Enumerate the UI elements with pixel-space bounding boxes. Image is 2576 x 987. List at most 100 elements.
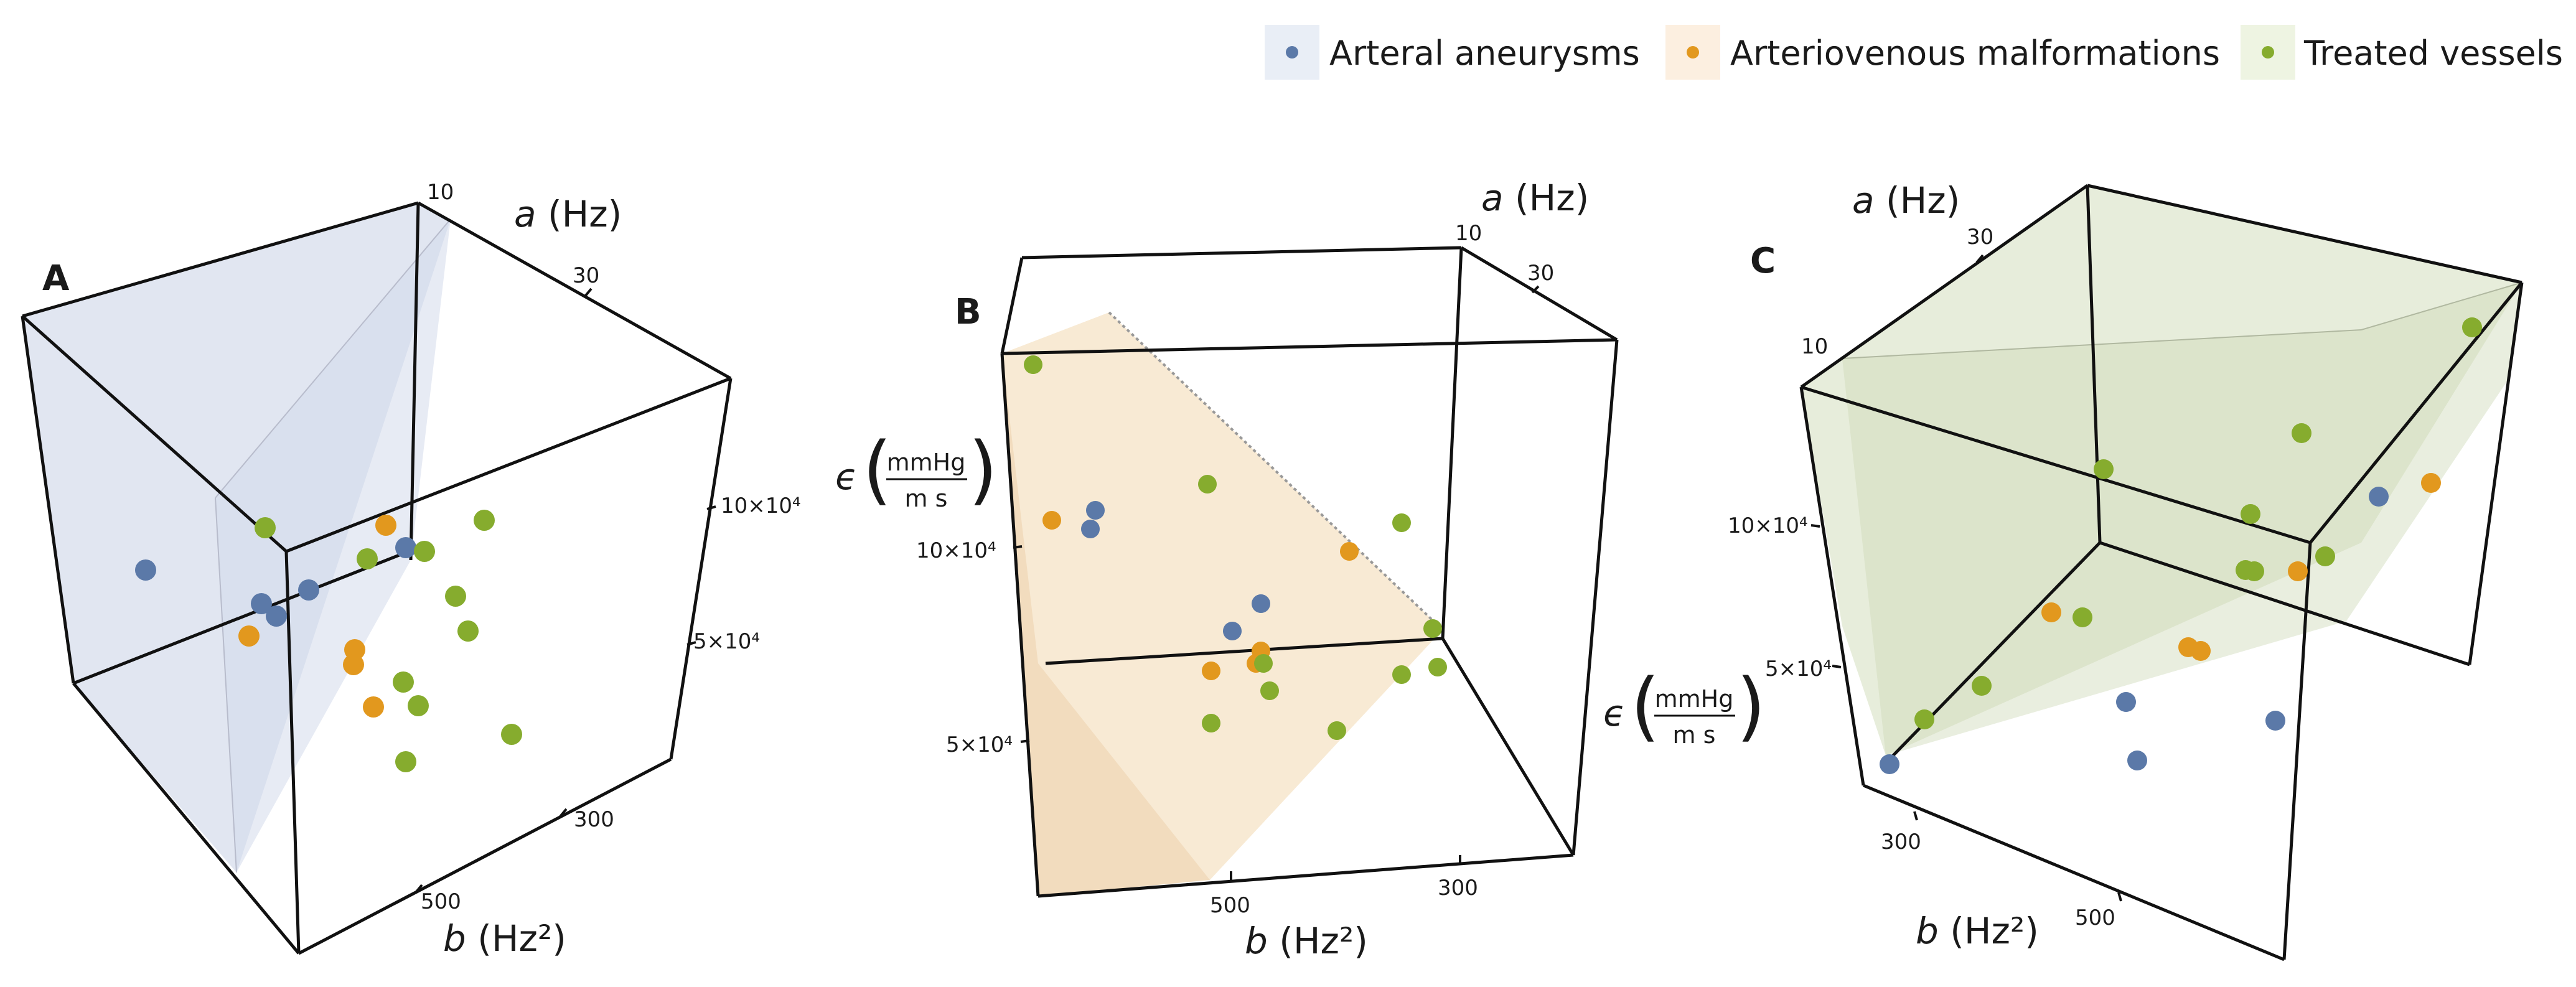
tick-b-b-500: 500: [1210, 893, 1250, 918]
tick-c-b-500: 500: [2075, 905, 2115, 930]
axis-title-a-a: a (Hz): [514, 193, 622, 235]
plane-a-edge: [215, 497, 237, 873]
panel-c: C 10 30 10×10⁴ 5×: [1728, 179, 2524, 961]
point: [2288, 561, 2308, 581]
points-a-treated: [255, 510, 522, 772]
axis-title-c-b: b (Hz²): [1916, 910, 2039, 952]
points-b-aneurysms: [1081, 501, 1270, 640]
point: [1392, 513, 1411, 532]
point: [238, 625, 260, 647]
svg-text:): ): [968, 427, 998, 513]
tick-c-a-10: 10: [1801, 334, 1828, 359]
point: [266, 606, 287, 627]
point: [2094, 459, 2114, 479]
point: [1252, 594, 1270, 613]
plane-c-top: [1801, 185, 2522, 755]
plane-b-main: [1002, 312, 1443, 896]
point: [2191, 641, 2211, 661]
tick-a-b-500: 500: [421, 889, 461, 914]
tick-b-eps-10: 10×10⁴: [916, 538, 996, 563]
point: [1972, 676, 1992, 696]
svg-text:(: (: [1631, 663, 1660, 750]
point: [1423, 619, 1442, 638]
axis-title-b-b: b (Hz²): [1245, 920, 1368, 962]
tick-b-a-30: 30: [1527, 261, 1554, 286]
points-c-avm: [2041, 473, 2441, 661]
axis-title-b-a: a (Hz): [1481, 177, 1589, 219]
legend-label-aneurysms: Arteral aneurysms: [1329, 34, 1640, 73]
point: [1328, 721, 1346, 740]
point: [2116, 692, 2136, 712]
points-b-treated: [1024, 355, 1447, 740]
plane-c-edge: [1842, 329, 2362, 359]
tick-a-30: 30: [573, 263, 599, 288]
legend-item-treated: Treated vessels: [2241, 25, 2563, 80]
legend-label-treated: Treated vessels: [2303, 34, 2563, 73]
points-a-avm: [238, 515, 396, 718]
point: [2041, 602, 2061, 622]
svg-text:): ): [1736, 663, 1766, 750]
legend-marker-treated: [2262, 46, 2274, 58]
point: [357, 548, 378, 569]
point: [1223, 622, 1242, 640]
point: [457, 620, 479, 642]
point: [395, 537, 416, 558]
point: [343, 654, 364, 675]
points-c-aneurysms: [1880, 487, 2389, 774]
point: [1428, 658, 1447, 676]
point: [501, 724, 522, 745]
point: [393, 671, 414, 693]
point: [1081, 520, 1100, 538]
svg-text:ϵ: ϵ: [835, 456, 858, 498]
ticks-a: [415, 288, 716, 894]
plane-c-edge: [2361, 282, 2522, 330]
point: [1024, 355, 1042, 374]
point: [2462, 317, 2482, 337]
panel-letter-c: C: [1750, 241, 1776, 281]
panel-letter-b: B: [955, 292, 981, 332]
legend-item-aneurysms: Arteral aneurysms: [1265, 25, 1640, 80]
point: [1086, 501, 1105, 520]
box-c: [1799, 184, 2524, 961]
point: [2127, 751, 2147, 770]
plane-b-left: [1002, 353, 1210, 896]
tick-c-b-300: 300: [1881, 830, 1921, 854]
point: [2315, 546, 2335, 566]
plane-a-mid: [215, 219, 451, 872]
points-c-treated: [1914, 317, 2482, 729]
plane-a-edge: [215, 218, 451, 498]
axis-title-b-eps-left: ϵ ( mmHg m s ): [835, 427, 998, 513]
plane-b-edge: [1108, 311, 1444, 631]
legend: Arteral aneurysms Arteriovenous malforma…: [1265, 25, 2563, 80]
point: [1042, 511, 1061, 530]
legend-marker-avm: [1687, 46, 1699, 58]
tick-b-a-10: 10: [1455, 221, 1482, 246]
axis-title-a-b: b (Hz²): [443, 917, 566, 960]
plane-c-mid: [1842, 283, 2522, 755]
legend-item-avm: Arteriovenous malformations: [1665, 25, 2220, 80]
point: [1202, 662, 1220, 680]
svg-text:mmHg: mmHg: [1655, 685, 1734, 713]
box-b: [1000, 246, 1619, 898]
tick-b-eps-5: 5×10⁴: [946, 732, 1013, 757]
point: [2421, 473, 2441, 493]
points-a-aneurysms: [135, 537, 416, 627]
svg-text:m s: m s: [905, 485, 948, 512]
tick-c-eps-10: 10×10⁴: [1728, 513, 1808, 538]
tick-a-b-300: 300: [574, 807, 614, 832]
svg-text:mmHg: mmHg: [887, 449, 966, 476]
point: [1260, 681, 1279, 700]
point: [445, 586, 466, 607]
point: [1198, 475, 1217, 494]
box-a: [21, 201, 733, 955]
axis-title-c-a: a (Hz): [1852, 179, 1960, 222]
point: [1392, 665, 1411, 684]
point: [363, 696, 384, 718]
point: [135, 559, 156, 581]
panel-letter-a: A: [42, 258, 70, 299]
point: [1914, 709, 1934, 729]
svg-text:ϵ: ϵ: [1603, 692, 1626, 734]
panel-a: A 10 30 10×10⁴ 5×: [21, 180, 801, 960]
point: [414, 541, 435, 562]
point: [375, 515, 396, 536]
